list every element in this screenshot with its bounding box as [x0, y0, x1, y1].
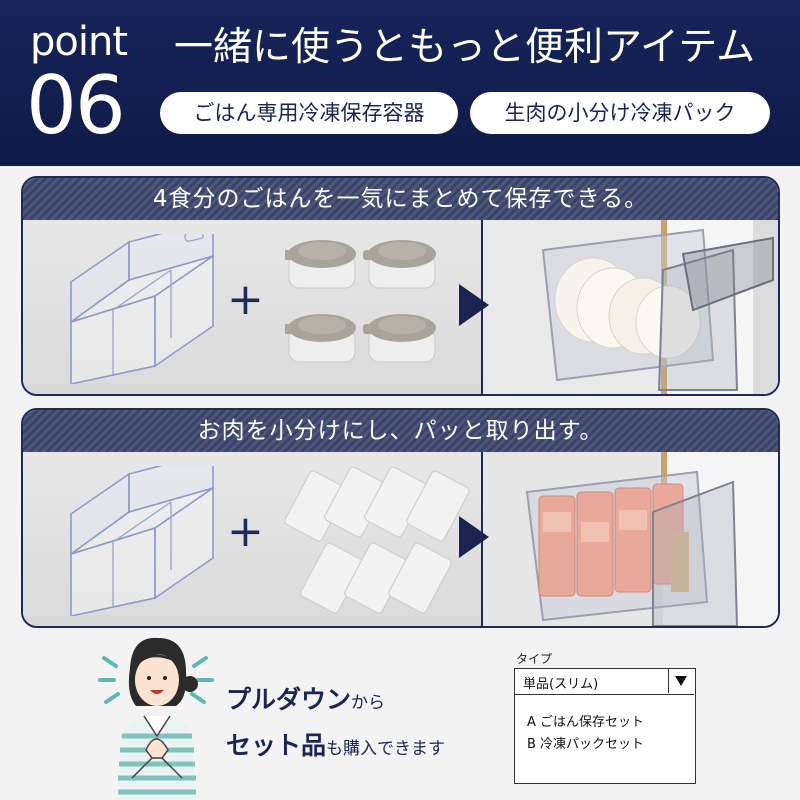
point-label: point: [30, 19, 128, 65]
panel-meat-result: [481, 452, 778, 626]
header-banner: point 06 一緒に使うともっと便利アイテム ごはん専用冷凍保存容器 生肉の…: [0, 0, 800, 166]
callout-pulldown: プルダウン: [226, 685, 352, 714]
callout-line-1: プルダウンから: [226, 680, 385, 716]
type-select[interactable]: 単品(スリム): [515, 669, 694, 695]
arrow-right-icon: [459, 516, 489, 558]
callout-purchasable: も購入できます: [326, 739, 446, 759]
type-select-value: 単品(スリム): [523, 677, 599, 692]
panel-rice-heading: 4食分のごはんを一気にまとめて保存できる。: [23, 178, 778, 220]
freezer-packs-image: [285, 466, 470, 614]
freezer-meat-photo: [483, 452, 778, 626]
callout-from: から: [351, 693, 386, 713]
panel-rice-result: [481, 220, 778, 394]
plus-sign: +: [227, 274, 264, 325]
rice-containers-image: [285, 240, 436, 363]
panel-meat: お肉を小分けにし、パッと取り出す。 +: [21, 408, 780, 628]
panel-meat-products: +: [23, 452, 481, 626]
type-option-a[interactable]: A ごはん保存セット: [527, 715, 645, 730]
panel-meat-heading: お肉を小分けにし、パッと取り出す。: [23, 410, 778, 452]
point-number: 06: [26, 59, 126, 152]
callout-set-item: セット品: [226, 731, 327, 760]
freezer-rice-photo: [483, 220, 778, 394]
woman-illustration: [98, 637, 214, 800]
clear-case-image: [70, 234, 214, 384]
type-select-toggle[interactable]: [668, 669, 694, 693]
type-option-b[interactable]: B 冷凍パックセット: [527, 737, 645, 752]
callout-line-2: セット品も購入できます: [226, 726, 445, 762]
page-title: 一緒に使うともっと便利アイテム: [174, 25, 756, 70]
arrow-right-icon: [459, 284, 489, 326]
triangle-down-icon: [675, 676, 687, 686]
clear-case-image: [70, 466, 214, 616]
panel-rice: 4食分のごはんを一気にまとめて保存できる。 +: [21, 176, 780, 396]
plus-sign: +: [227, 506, 264, 557]
tag-rice-container: ごはん専用冷凍保存容器: [160, 92, 458, 134]
type-select-mock: 単品(スリム) A ごはん保存セット B 冷凍パックセット: [514, 668, 696, 784]
panel-rice-products: +: [23, 220, 481, 394]
tag-meat-pack: 生肉の小分け冷凍パック: [470, 92, 770, 134]
type-select-label: タイプ: [516, 652, 553, 666]
